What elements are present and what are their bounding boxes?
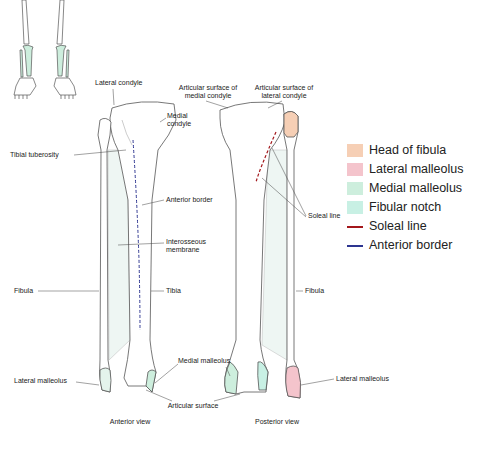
legend-line-sample bbox=[347, 245, 363, 247]
legend-swatch bbox=[347, 163, 363, 176]
medial-malleolus bbox=[146, 370, 156, 392]
toe-icon bbox=[15, 95, 73, 99]
leader-lines bbox=[38, 89, 334, 401]
fibula-icon bbox=[20, 50, 23, 77]
leader-line bbox=[151, 291, 164, 292]
foot-icon bbox=[14, 78, 36, 95]
part-label: Medial condyle bbox=[167, 112, 203, 128]
fibula-bone bbox=[284, 111, 300, 398]
part-label: Fibula bbox=[305, 287, 335, 295]
legend-text: Lateral malleolus bbox=[369, 162, 464, 177]
leader-line bbox=[268, 101, 282, 108]
anterior-view-bones bbox=[98, 102, 176, 392]
lateral-malleolus bbox=[286, 366, 301, 398]
leader-line bbox=[226, 367, 230, 376]
legend-text: Anterior border bbox=[369, 238, 452, 253]
leg-skeleton-icon bbox=[14, 0, 76, 99]
leader-line bbox=[272, 148, 306, 216]
tibia-bone bbox=[220, 102, 285, 394]
leader-line bbox=[160, 118, 166, 122]
leader-line bbox=[76, 382, 99, 385]
leader-line bbox=[155, 364, 178, 383]
legend-swatch bbox=[347, 182, 363, 195]
foot-icon bbox=[54, 78, 76, 95]
leader-line bbox=[142, 200, 164, 205]
part-label: Medial malleolus bbox=[178, 357, 242, 365]
bone-contour bbox=[122, 120, 132, 145]
legend-text: Head of fibula bbox=[369, 143, 446, 158]
leader-line bbox=[118, 243, 164, 245]
soleal-line bbox=[256, 132, 276, 182]
legend-swatch bbox=[347, 144, 363, 157]
legend-text: Soleal line bbox=[369, 219, 427, 234]
part-label: Soleal line bbox=[308, 212, 352, 220]
part-label: Fibula bbox=[14, 287, 44, 295]
leader-line bbox=[146, 390, 172, 401]
fibula-icon bbox=[66, 50, 69, 77]
leader-line bbox=[38, 291, 99, 292]
femur bbox=[57, 0, 64, 44]
leader-line bbox=[113, 89, 114, 105]
part-label: Anterior view bbox=[100, 418, 160, 426]
medial-malleolus bbox=[225, 362, 238, 394]
leader-line bbox=[74, 150, 126, 155]
part-label: Articular surface of lateral condyle bbox=[250, 84, 318, 100]
anterior-border-line bbox=[133, 140, 140, 330]
leader-line bbox=[296, 291, 303, 292]
part-label: Tibia bbox=[166, 287, 196, 295]
leader-line bbox=[214, 394, 240, 401]
tibia-icon bbox=[56, 45, 66, 76]
part-label: Articular surface bbox=[162, 402, 224, 410]
leader-line bbox=[262, 178, 306, 217]
legend-swatch bbox=[347, 201, 363, 214]
part-label: Lateral malleolus bbox=[336, 375, 400, 383]
leader-line bbox=[301, 379, 334, 385]
head-of-fibula bbox=[284, 111, 298, 137]
part-label: Posterior view bbox=[246, 418, 308, 426]
femur bbox=[22, 0, 29, 44]
part-label: Lateral malleolus bbox=[14, 377, 76, 385]
lateral-malleolus bbox=[100, 368, 111, 392]
tibia-icon bbox=[23, 45, 33, 76]
part-label: Articular surface of medial condyle bbox=[176, 84, 240, 100]
posterior-view-bones bbox=[220, 102, 301, 398]
part-label: Anterior border bbox=[166, 196, 228, 204]
part-label: Interosseous membrane bbox=[166, 238, 214, 254]
part-label: Tibial tuberosity bbox=[10, 151, 74, 159]
leader-line bbox=[206, 101, 228, 108]
part-label: Lateral condyle bbox=[95, 79, 155, 87]
fibular-notch bbox=[258, 362, 268, 390]
fibula-bone bbox=[98, 118, 111, 392]
legend-text: Fibular notch bbox=[369, 200, 441, 215]
legend-line-sample bbox=[347, 226, 363, 228]
legend-text: Medial malleolus bbox=[369, 181, 462, 196]
